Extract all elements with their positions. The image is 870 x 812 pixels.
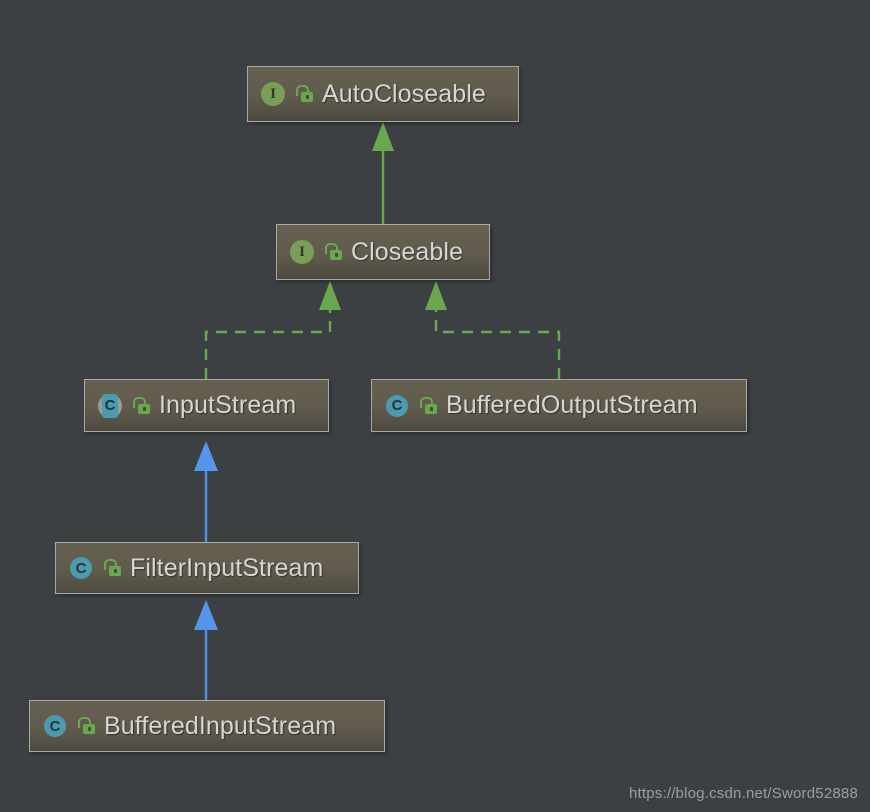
class-icon: C bbox=[384, 393, 410, 419]
interface-icon: I bbox=[289, 239, 315, 265]
edge-inputstream-to-closeable[interactable] bbox=[204, 281, 341, 379]
edge-arrowhead bbox=[319, 281, 341, 310]
edge-arrowhead bbox=[194, 441, 218, 471]
edge-bufferedoutputstream-to-closeable[interactable] bbox=[425, 281, 561, 379]
abstract-class-icon: C bbox=[97, 393, 123, 419]
public-unlocked-icon bbox=[295, 84, 313, 104]
node-closeable[interactable]: I Closeable bbox=[276, 224, 490, 280]
edge-line bbox=[204, 308, 332, 379]
node-bufferedinputstream[interactable]: C BufferedInputStream bbox=[29, 700, 385, 752]
class-icon: C bbox=[68, 555, 94, 581]
public-unlocked-icon bbox=[324, 242, 342, 262]
public-unlocked-icon bbox=[103, 558, 121, 578]
edge-closeable-to-autocloseable[interactable] bbox=[372, 122, 394, 224]
node-label: BufferedOutputStream bbox=[446, 391, 698, 419]
node-autocloseable[interactable]: I AutoCloseable bbox=[247, 66, 519, 122]
node-label: AutoCloseable bbox=[322, 79, 486, 108]
node-label: InputStream bbox=[159, 391, 297, 419]
class-icon: C bbox=[42, 713, 68, 739]
watermark-text: https://blog.csdn.net/Sword52888 bbox=[628, 785, 858, 802]
node-label: Closeable bbox=[351, 237, 464, 266]
public-unlocked-icon bbox=[132, 396, 150, 416]
edge-arrowhead bbox=[425, 281, 447, 310]
node-label: BufferedInputStream bbox=[104, 711, 337, 740]
edge-filterinputstream-to-inputstream[interactable] bbox=[194, 441, 218, 542]
edge-line bbox=[434, 308, 561, 379]
edge-arrowhead bbox=[372, 122, 394, 151]
node-label: FilterInputStream bbox=[130, 553, 324, 582]
edge-arrowhead bbox=[194, 600, 218, 630]
edge-bufferedinputstream-to-filterinputstream[interactable] bbox=[194, 600, 218, 700]
node-filterinputstream[interactable]: C FilterInputStream bbox=[55, 542, 359, 594]
interface-icon: I bbox=[260, 81, 286, 107]
public-unlocked-icon bbox=[419, 396, 437, 416]
public-unlocked-icon bbox=[77, 716, 95, 736]
node-inputstream[interactable]: C InputStream bbox=[84, 379, 329, 432]
node-bufferedoutputstream[interactable]: C BufferedOutputStream bbox=[371, 379, 747, 432]
